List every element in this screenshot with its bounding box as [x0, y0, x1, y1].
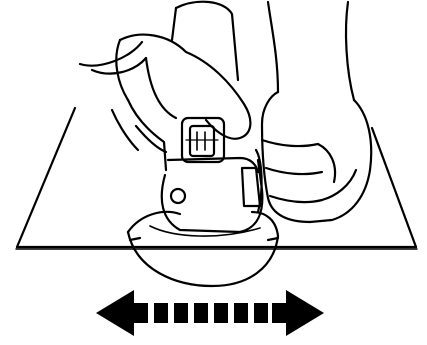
- work-surface: [16, 108, 417, 249]
- right-hand: [262, 2, 371, 222]
- arrow-left-icon: [96, 290, 134, 336]
- back-and-forth-arrow: [96, 290, 324, 336]
- arrow-right-icon: [286, 290, 324, 336]
- angle-grinder: [128, 2, 278, 286]
